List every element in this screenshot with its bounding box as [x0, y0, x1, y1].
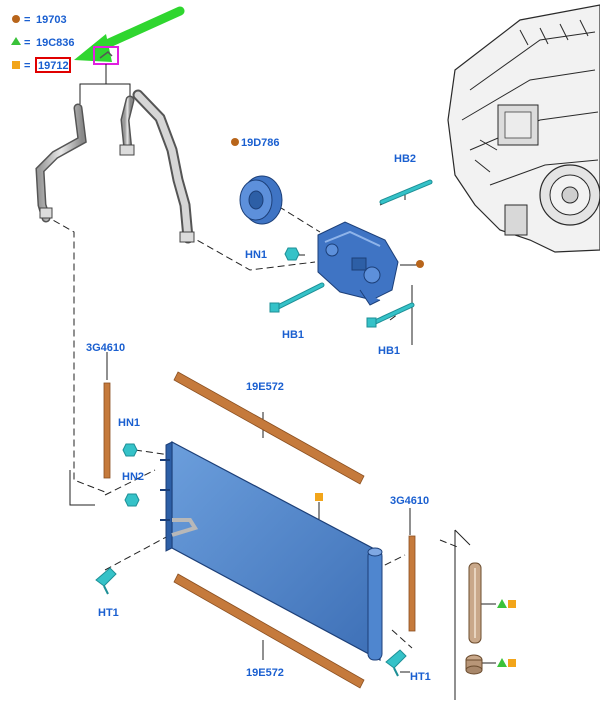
label-ht1-right: HT1 — [410, 671, 431, 683]
label-hn2: HN2 — [122, 471, 144, 483]
highlight-box-red — [35, 57, 71, 73]
fitting-ht1-right-icon — [385, 649, 407, 677]
legend-code-19c836: 19C836 — [36, 37, 75, 49]
label-hn1-top: HN1 — [245, 249, 267, 261]
compressor-marker-icon — [416, 260, 424, 268]
nut-hn2-icon — [124, 493, 140, 507]
legend-separator-1: = — [24, 14, 30, 26]
clutch-marker-icon — [231, 138, 239, 146]
plug-square-marker-icon — [508, 659, 516, 667]
legend-square-icon — [12, 61, 20, 69]
label-3g4610-left: 3G4610 — [86, 342, 125, 354]
label-hb2: HB2 — [394, 153, 416, 165]
ac-compressor — [317, 221, 399, 306]
bolt-hb1-left-icon — [269, 282, 325, 313]
ac-hose-assembly — [35, 89, 195, 244]
legend-triangle-icon — [11, 37, 21, 45]
legend-code-19712: 19712 — [38, 60, 69, 72]
label-hb1-left: HB1 — [282, 329, 304, 341]
legend-code-19703: 19703 — [36, 14, 67, 26]
nut-hn1-top-icon — [284, 247, 300, 261]
legend-circle-icon — [12, 15, 20, 23]
engine-block — [447, 4, 600, 253]
drier-plug — [465, 654, 483, 675]
bracket-mark — [99, 51, 113, 59]
drier-cartridge — [468, 562, 482, 644]
label-19d786: 19D786 — [241, 137, 280, 149]
label-19e572-top: 19E572 — [246, 381, 284, 393]
label-19e572-bottom: 19E572 — [246, 667, 284, 679]
condenser — [160, 441, 383, 662]
drier-square-marker-icon — [508, 600, 516, 608]
seal-3g4610-right — [408, 535, 416, 632]
clutch-pulley — [239, 175, 283, 225]
bolt-hb1-right-icon — [366, 302, 415, 328]
condenser-marker-icon — [315, 493, 323, 501]
drier-triangle-marker-icon — [497, 599, 507, 608]
legend-separator-3: = — [24, 60, 30, 72]
label-ht1-left: HT1 — [98, 607, 119, 619]
seal-3g4610-left — [103, 382, 111, 479]
nut-hn1-mid-icon — [122, 443, 138, 457]
fitting-ht1-left-icon — [95, 567, 117, 595]
seal-19e572-bottom — [173, 573, 365, 689]
pointer-arrow-icon — [74, 6, 185, 62]
seal-19e572-top — [173, 371, 365, 485]
plug-triangle-marker-icon — [497, 658, 507, 667]
legend: = 19703 = 19C836 = 19712 — [11, 14, 75, 73]
legend-separator-2: = — [24, 37, 30, 49]
bolt-hb2-icon — [379, 179, 433, 205]
label-hb1-right: HB1 — [378, 345, 400, 357]
label-hn1-mid: HN1 — [118, 417, 140, 429]
label-3g4610-right: 3G4610 — [390, 495, 429, 507]
